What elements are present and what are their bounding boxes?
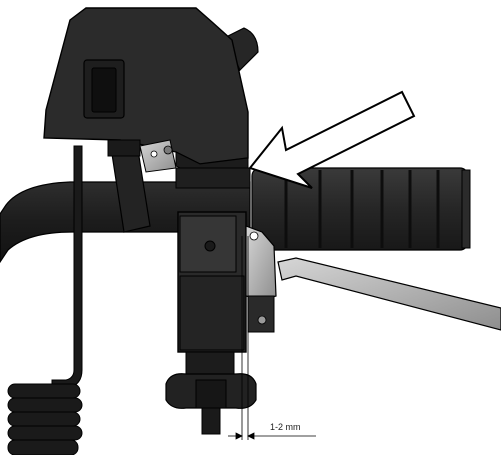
pointer-arrow-icon bbox=[248, 90, 416, 189]
brake-lever bbox=[277, 257, 501, 331]
coiled-cable bbox=[7, 145, 83, 455]
rocker-switch-icon bbox=[83, 59, 125, 119]
rubber-grip bbox=[251, 167, 471, 251]
dimension-markers bbox=[228, 236, 316, 440]
adjuster-knob bbox=[165, 351, 257, 435]
switch-housing bbox=[43, 7, 249, 165]
metal-bracket-top bbox=[139, 139, 177, 173]
lever-mount bbox=[245, 225, 277, 333]
dimension-label: 1-2 mm bbox=[270, 422, 301, 432]
